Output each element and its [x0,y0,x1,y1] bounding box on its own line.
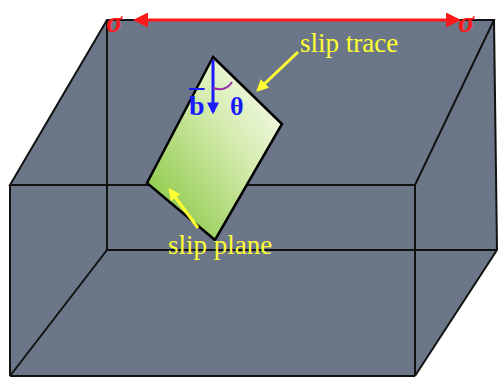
callout-label: slip trace [300,30,398,57]
leader-arrow [258,52,298,90]
burgers-vector [212,60,215,112]
angle-symbol: θ [230,94,244,120]
block-edges [10,20,497,376]
leader-arrow [170,190,198,228]
stress-symbol: σ [106,7,122,37]
angle-arc [213,82,232,89]
crystal-block [10,20,497,376]
stress-symbol: σ [458,7,474,37]
burgers-symbol: b [189,92,205,120]
stress-arrow [136,19,458,22]
callout-label: slip plane [168,232,272,259]
